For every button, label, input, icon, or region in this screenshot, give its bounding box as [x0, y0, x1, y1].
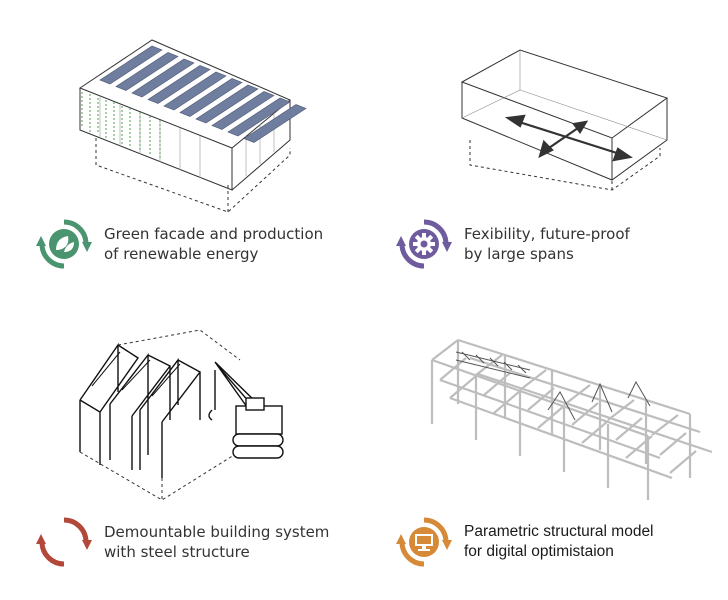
structural-member	[563, 384, 609, 444]
solar-panel	[179, 78, 243, 117]
caption-line-2: of renewable energy	[104, 245, 259, 263]
structural-model-illustration	[430, 338, 713, 500]
solar-panel	[115, 52, 179, 91]
caption-line-1: Green facade and production	[104, 225, 324, 243]
structural-member	[607, 399, 653, 459]
caption-line-2: with steel structure	[104, 543, 250, 561]
structural-member	[519, 369, 565, 429]
green-facade-vines	[81, 92, 161, 158]
truss-elements	[455, 351, 651, 421]
structural-member	[651, 414, 697, 474]
caption-line-2: by large spans	[464, 245, 574, 263]
caption-line-1: Parametric structural model	[464, 523, 654, 540]
solar-panel	[147, 65, 211, 104]
arrows-cycle-icon	[36, 517, 92, 567]
caption-parametric: Parametric structural model for digital …	[396, 514, 654, 570]
solar-panels	[99, 45, 307, 143]
caption-line-1: Fexibility, future-proof	[464, 225, 630, 243]
caption-demountable: Demountable building system with steel s…	[36, 514, 329, 570]
caption-green-facade: Green facade and production of renewable…	[36, 216, 323, 272]
monitor-cycle-icon	[396, 517, 452, 567]
solar-panel	[211, 91, 275, 130]
gear-cycle-icon	[396, 219, 452, 269]
structural-member	[475, 354, 521, 414]
steel-frame-illustration	[79, 342, 202, 478]
leaf-cycle-icon	[36, 219, 92, 269]
crane-icon	[208, 361, 284, 459]
solar-panel	[99, 45, 163, 85]
flexible-box-illustration	[460, 49, 669, 191]
caption-line-1: Demountable building system	[104, 523, 330, 541]
solar-panel	[227, 97, 291, 137]
solar-panel	[163, 71, 227, 111]
solar-panel	[243, 104, 307, 143]
span-arrows-icon	[504, 114, 633, 162]
caption-flexibility: Fexibility, future-proof by large spans	[396, 216, 630, 272]
caption-line-2: for digital optimistaion	[464, 543, 614, 560]
structural-member	[457, 338, 713, 454]
solar-panel	[195, 84, 259, 124]
solar-panel	[131, 58, 195, 98]
dashed-building-outline	[79, 329, 251, 501]
